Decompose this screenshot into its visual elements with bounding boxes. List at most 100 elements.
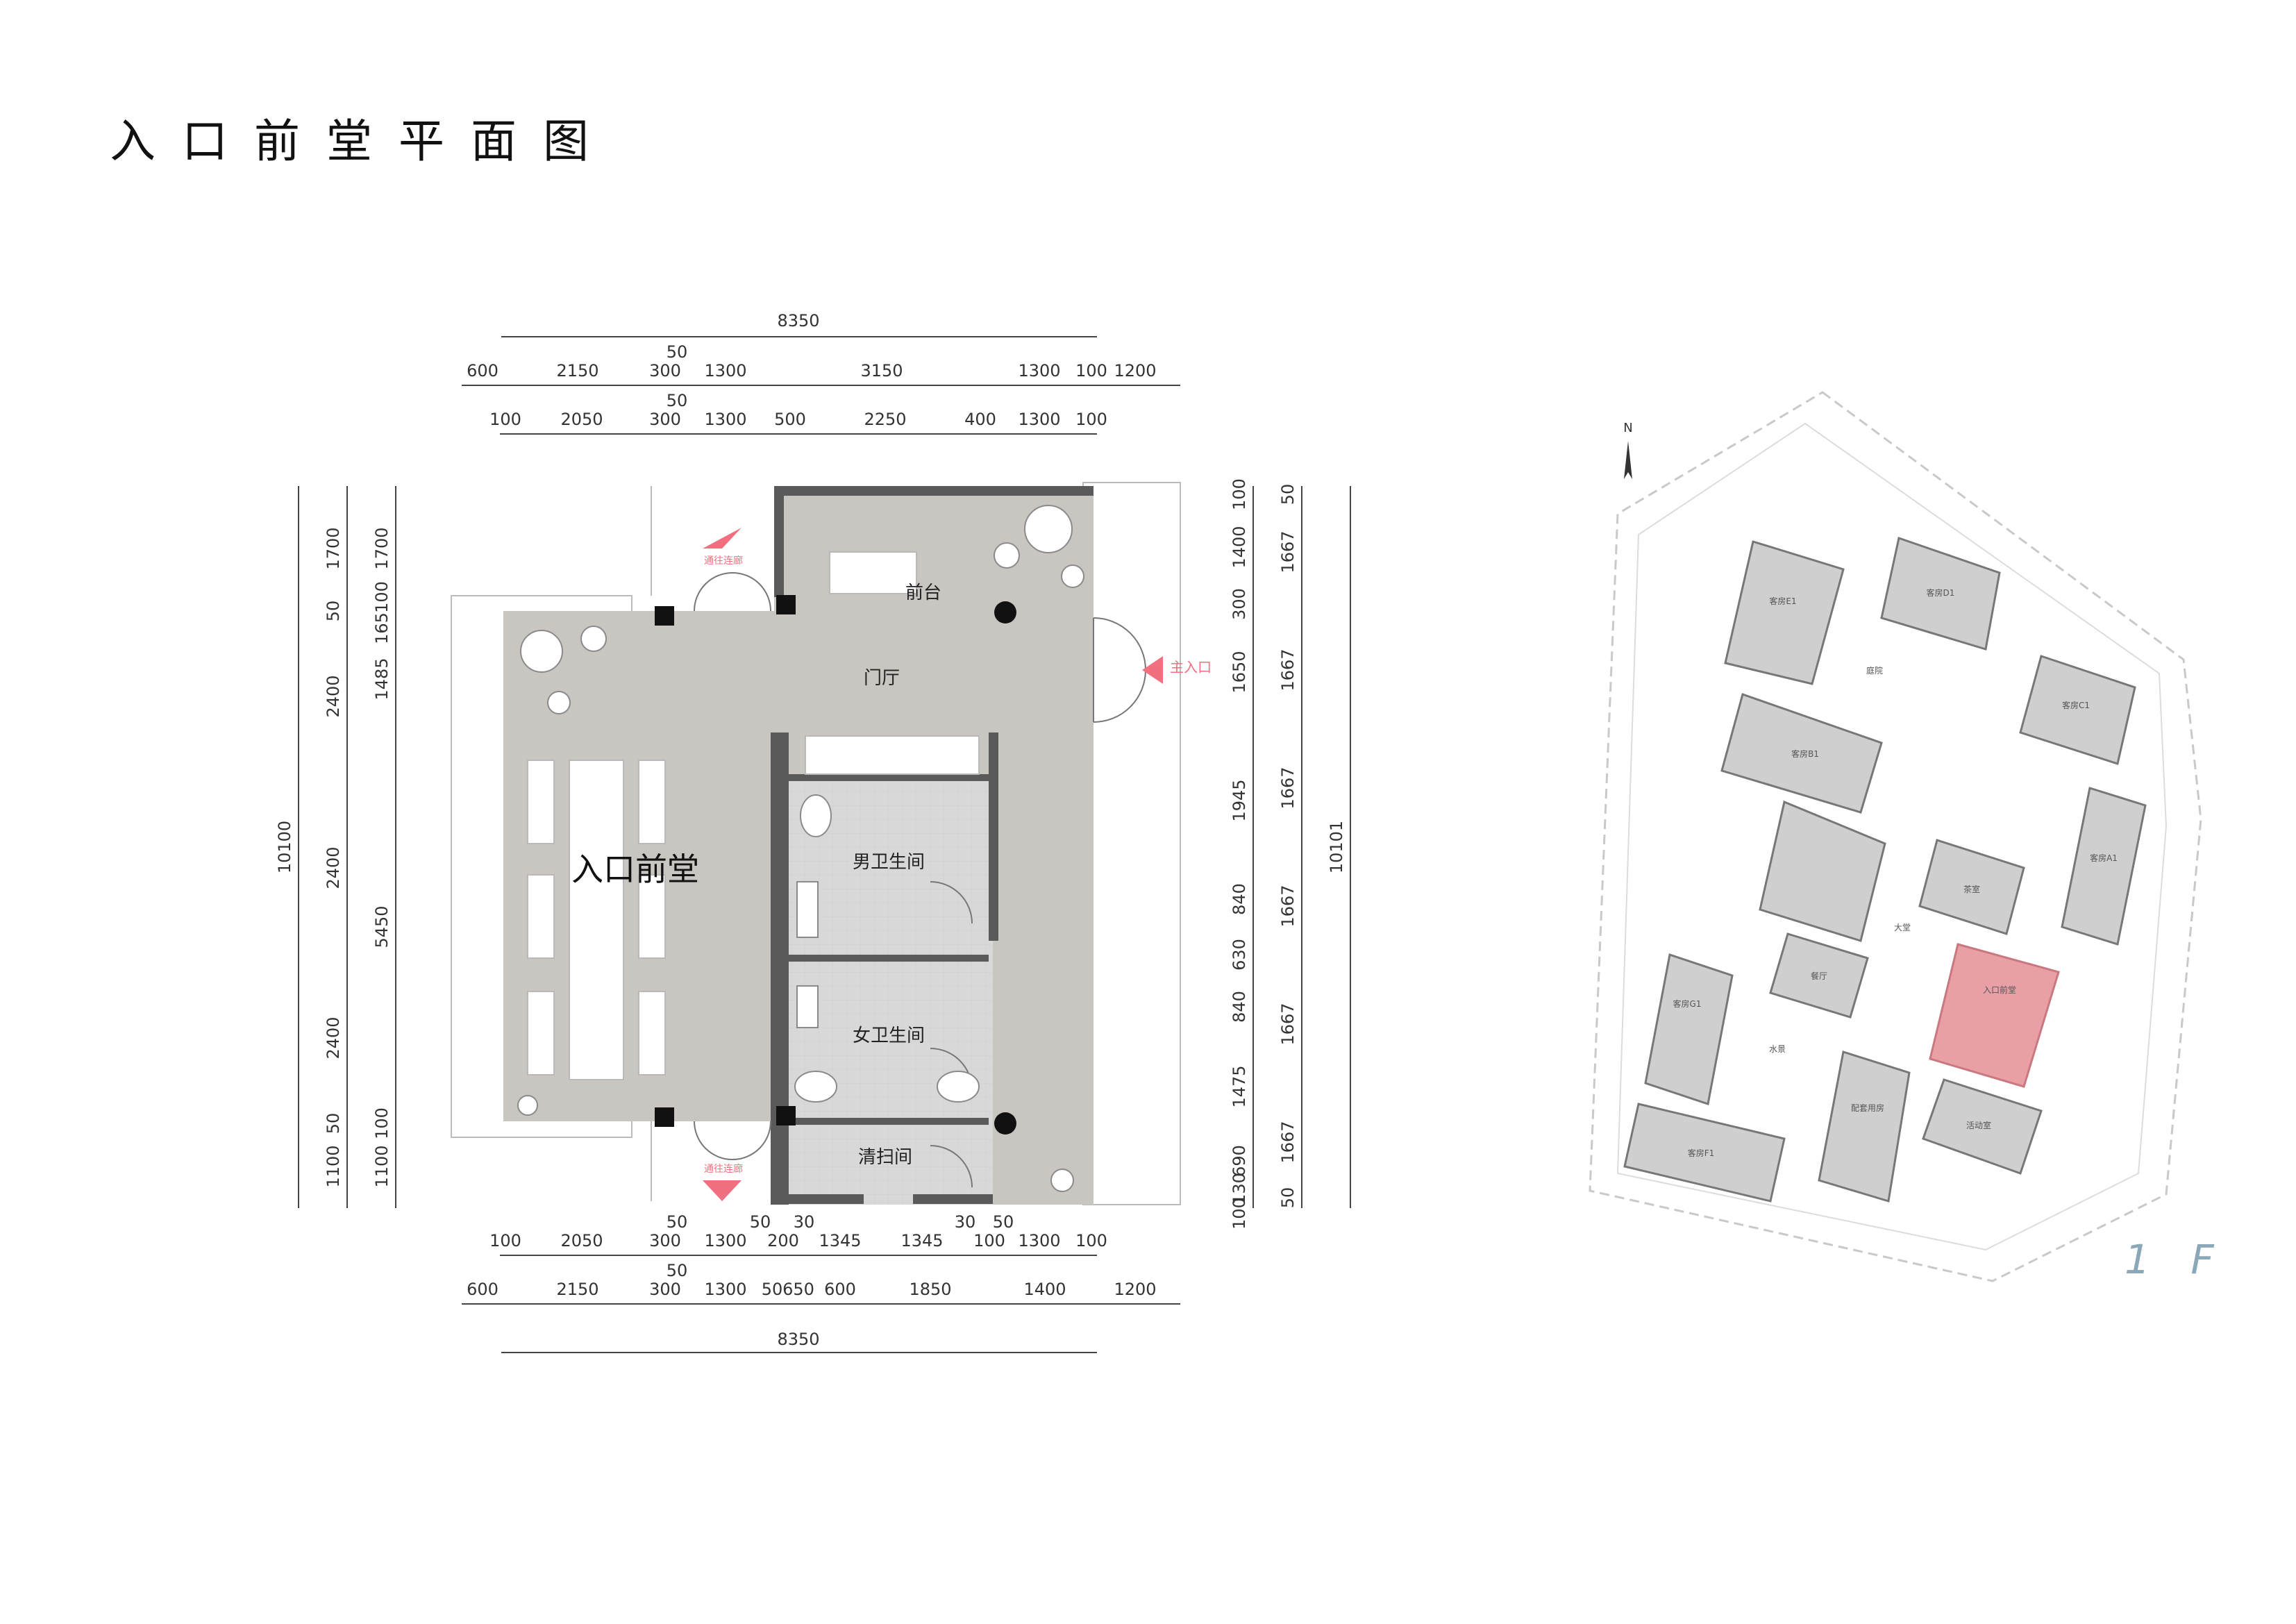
site-label: 客房D1	[1927, 587, 1955, 598]
dim: 2050	[560, 410, 603, 429]
dim: 500	[774, 410, 806, 429]
dim: 1300	[704, 410, 746, 429]
dim: 100	[372, 1107, 392, 1139]
corridor-top-arrow-icon	[703, 528, 741, 549]
dim: 1850	[909, 1280, 951, 1299]
dim: 100	[1075, 1231, 1107, 1250]
dimension-lines	[298, 336, 1351, 1353]
dim: 300	[649, 1231, 681, 1250]
main-entrance-label: 主入口	[1170, 659, 1212, 676]
dim: 50	[324, 601, 343, 622]
dim: 1300	[1018, 361, 1060, 380]
site-label: 水景	[1769, 1044, 1786, 1054]
dim: 2400	[324, 846, 343, 889]
dim: 1667	[1278, 1003, 1298, 1045]
dim: 100	[1230, 1198, 1249, 1230]
dim-bottom-extra: 50	[667, 1261, 688, 1280]
dim: 840	[1230, 883, 1249, 915]
floor-label: 1 F	[2125, 1236, 2228, 1283]
dim: 650	[782, 1280, 814, 1299]
site-label: 客房G1	[1673, 998, 1702, 1009]
dim: 130	[1230, 1173, 1249, 1205]
dim-top-total: 8350	[777, 311, 819, 330]
dim: 1667	[1278, 885, 1298, 927]
dim: 630	[1230, 939, 1249, 971]
dim: 600	[467, 1280, 498, 1299]
site-inner	[1616, 422, 2168, 1251]
room-label-men-wc: 男卫生间	[853, 852, 925, 873]
dim: 600	[824, 1280, 856, 1299]
dim: 50	[762, 1280, 783, 1299]
walls	[771, 486, 1093, 1205]
dim: 3150	[860, 361, 903, 380]
dim: 50	[324, 1113, 343, 1135]
dim: 50	[993, 1212, 1014, 1232]
room-label-lobby: 门厅	[864, 668, 900, 689]
dim: 840	[1230, 991, 1249, 1023]
dim: 100	[1230, 478, 1249, 510]
north-arrow-icon	[1624, 441, 1632, 479]
columns	[655, 595, 1016, 1135]
dim: 1300	[704, 1280, 746, 1299]
tables	[527, 551, 980, 1080]
dim: 1650	[1230, 651, 1249, 693]
corridor-bottom-arrow-icon	[703, 1180, 741, 1201]
site-buildings	[1623, 537, 2147, 1203]
dim: 100	[489, 410, 521, 429]
page-title: 入口前堂平面图	[110, 115, 615, 168]
dim: 1667	[1278, 1121, 1298, 1163]
dim: 1700	[372, 527, 392, 569]
dim: 50	[1278, 484, 1298, 505]
dim-left-total: 10100	[275, 821, 294, 873]
site-label: 客房C1	[2062, 700, 2090, 710]
dim: 1300	[704, 1231, 746, 1250]
dim: 690	[1230, 1145, 1249, 1177]
north-label: N	[1623, 421, 1632, 435]
dim: 1100	[372, 1145, 392, 1187]
site-label: 入口前堂	[1983, 985, 2016, 995]
corridor-bottom-label: 通往连廊	[704, 1163, 743, 1175]
dim: 1485	[372, 658, 392, 700]
dim: 100	[372, 581, 392, 613]
dim: 100	[1075, 410, 1107, 429]
dim: 1667	[1278, 767, 1298, 809]
site-label: 客房B1	[1791, 748, 1819, 759]
dim: 100	[1075, 361, 1107, 380]
dim: 300	[649, 361, 681, 380]
site-label: 客房A1	[2090, 853, 2118, 863]
dim-top-extra-1: 50	[667, 342, 688, 362]
site-label: 餐厅	[1811, 971, 1827, 981]
doors	[694, 572, 1146, 1188]
dim: 1400	[1230, 526, 1249, 568]
site-highlight-entrance-hall	[1929, 943, 2060, 1088]
dim: 2150	[556, 1280, 598, 1299]
dim: 50	[1278, 1187, 1298, 1209]
dim-right-total: 10101	[1327, 821, 1346, 873]
dim: 200	[767, 1231, 799, 1250]
site-label: 大堂	[1894, 923, 1911, 932]
dim: 2150	[556, 361, 598, 380]
dim: 165	[372, 612, 392, 644]
dim: 2400	[324, 1016, 343, 1059]
dim: 1667	[1278, 530, 1298, 573]
dim: 50	[750, 1212, 771, 1232]
room-label-women-wc: 女卫生间	[853, 1026, 925, 1046]
main-entrance-arrow-icon	[1142, 656, 1163, 684]
room-label-reception: 前台	[905, 583, 941, 603]
dim: 1300	[704, 361, 746, 380]
dim: 2050	[560, 1231, 603, 1250]
dim: 30	[955, 1212, 976, 1232]
entrance-markers	[703, 528, 1163, 1201]
dim: 1200	[1114, 1280, 1156, 1299]
dim: 1345	[900, 1231, 943, 1250]
fixtures	[794, 794, 980, 1103]
dim: 400	[964, 410, 996, 429]
dim-top-extra-2: 50	[667, 391, 688, 410]
corridor-top-label: 通往连廊	[704, 555, 743, 567]
dim: 1345	[819, 1231, 861, 1250]
dim: 2400	[324, 675, 343, 717]
dim: 50	[667, 1212, 688, 1232]
dim: 1100	[324, 1145, 343, 1187]
site-label: 活动室	[1966, 1120, 1991, 1130]
